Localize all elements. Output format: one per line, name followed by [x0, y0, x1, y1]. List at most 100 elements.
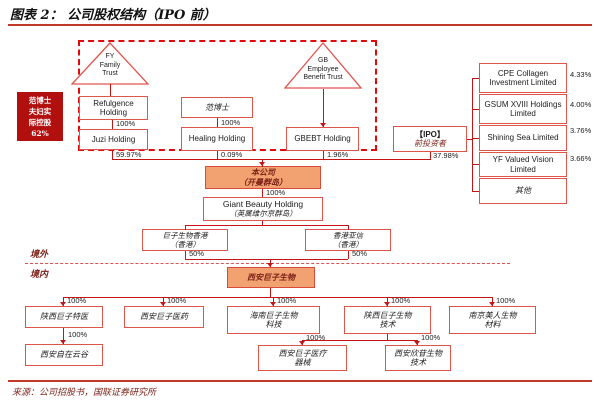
- subsidiary-box: 西安巨子医药: [124, 306, 204, 328]
- investor-name: 其他: [515, 186, 531, 196]
- entity-name: 【IPO】: [415, 129, 445, 139]
- investor-list-item: CPE Collagen Investment Limited: [479, 63, 567, 93]
- entity-location: （开曼群岛）: [239, 176, 287, 187]
- connector-line: [163, 297, 164, 306]
- juzi-bio-hk-box: 巨子生物香港 （香港）: [142, 229, 228, 251]
- ownership-pct-label: 0.09%: [221, 150, 243, 159]
- healing-holding-box: Healing Holding: [181, 127, 253, 151]
- connector-line: [110, 84, 111, 96]
- subsidiary-box: 陕西巨子生物 技术: [344, 306, 431, 334]
- investor-name: Shining Sea Limited: [487, 133, 559, 143]
- connector-line: [387, 297, 388, 306]
- connector-line: [472, 191, 479, 192]
- investor-pct-label: 3.66%: [570, 154, 592, 163]
- annotation-line: 62%: [31, 128, 49, 138]
- ownership-pct-label: 50%: [352, 249, 368, 258]
- connector-line: [185, 225, 348, 226]
- connector-line: [63, 297, 64, 306]
- connector-line: [270, 288, 271, 297]
- hk-yaxin-box: 香港亚信 （香港）: [305, 229, 391, 251]
- footer-rule: [8, 380, 592, 382]
- sub-subsidiary-box: 西安自在云谷: [25, 344, 103, 366]
- entity-name: 西安巨子生物: [247, 271, 295, 282]
- down-arrowhead-icon: [414, 341, 420, 345]
- fy-family-trust-label: FY Family Trust: [71, 53, 149, 79]
- ownership-pct-label: 37.98%: [433, 151, 459, 160]
- entity-location: （香港）: [333, 240, 363, 249]
- entity-location: （英属维尔京群岛）: [229, 209, 297, 218]
- entity-name: Healing Holding: [188, 134, 246, 144]
- connector-line: [262, 221, 263, 226]
- investor-list-item: YF Valued Vision Limited: [479, 152, 567, 177]
- ownership-pct-label: 100%: [116, 119, 136, 128]
- entity-subtitle: 前投资者: [414, 139, 446, 148]
- investor-name: GSUM XVIII Holdings Limited: [484, 99, 562, 119]
- onshore-label: 境内: [30, 270, 49, 280]
- entity-name: 西安巨子医疗 器械: [278, 348, 327, 368]
- connector-line: [472, 138, 479, 139]
- connector-line: [262, 189, 263, 197]
- gb-employee-benefit-trust-triangle: [284, 42, 362, 89]
- investor-name: YF Valued Vision Limited: [492, 155, 554, 174]
- down-arrowhead-icon: [384, 302, 390, 306]
- entity-name: 巨子生物香港: [162, 231, 208, 240]
- annotation-line: 夫妇实: [28, 106, 52, 116]
- connector-line: [185, 259, 348, 260]
- ownership-pct-label: 100%: [277, 296, 297, 305]
- subsidiary-box: 南京美人生物 材料: [449, 306, 536, 334]
- connector-line: [185, 251, 186, 259]
- entity-name: 西安欣苷生物 技术: [394, 348, 442, 368]
- investor-list-item: 其他: [479, 178, 567, 204]
- connector-line: [472, 78, 473, 191]
- connector-line: [472, 164, 479, 165]
- entity-name: 本公司: [251, 167, 275, 177]
- ownership-pct-label: 1.96%: [327, 150, 349, 159]
- connector-line: [217, 151, 218, 160]
- ownership-pct-label: 59.97%: [116, 150, 142, 159]
- entity-location: （香港）: [170, 240, 200, 249]
- connector-line: [323, 89, 324, 127]
- company-box: 本公司 （开曼群岛）: [205, 166, 321, 189]
- investor-list-item: Shining Sea Limited: [479, 125, 567, 151]
- entity-name: 西安自在云谷: [40, 350, 88, 360]
- gb-employee-benefit-trust-label: GB Employee Benefit Trust: [284, 57, 362, 83]
- connector-line: [112, 159, 431, 160]
- source-note: 来源：公司招股书，国联证券研究所: [12, 388, 157, 398]
- ownership-pct-label: 100%: [68, 330, 88, 339]
- down-arrowhead-icon: [160, 302, 166, 306]
- giant-beauty-holding-box: Giant Beauty Holding （英属维尔京群岛）: [203, 197, 323, 221]
- refulgence-holding-box: Refulgence Holding: [79, 96, 148, 120]
- investor-pct-label: 3.76%: [570, 126, 592, 135]
- ownership-pct-label: 100%: [421, 333, 441, 342]
- offshore-label: 境外: [30, 250, 49, 260]
- annotation-line: 际控股: [28, 117, 52, 127]
- control-annotation: 范博士 夫妇实 际控股 62%: [17, 92, 63, 141]
- pre-ipo-investors-box: 【IPO】 前投资者: [393, 126, 467, 152]
- connector-line: [472, 78, 479, 79]
- entity-name: 范博士: [205, 102, 229, 112]
- connector-line: [63, 297, 492, 298]
- down-arrowhead-icon: [320, 123, 326, 127]
- down-arrowhead-icon: [60, 302, 66, 306]
- connector-line: [112, 120, 113, 129]
- connector-line: [467, 139, 472, 140]
- entity-name: Giant Beauty Holding: [222, 198, 304, 209]
- dr-fan-box: 范博士: [181, 97, 253, 118]
- down-arrowhead-icon: [270, 302, 276, 306]
- trust-name: Employee: [307, 65, 339, 73]
- xian-juzi-bio-box: 西安巨子生物: [227, 267, 315, 288]
- entity-name: 陕西巨子特医: [40, 312, 88, 322]
- ownership-pct-label: 100%: [221, 118, 241, 127]
- connector-line: [302, 340, 417, 341]
- gbebt-holding-box: GBEBT Holding: [286, 127, 359, 151]
- connector-line: [185, 225, 186, 230]
- connector-line: [273, 297, 274, 306]
- trust-name: Family: [99, 61, 121, 69]
- trust-name: Trust: [102, 70, 118, 77]
- ownership-pct-label: 100%: [496, 296, 516, 305]
- sub-subsidiary-box: 西安欣苷生物 技术: [385, 345, 451, 371]
- connector-line: [348, 251, 349, 259]
- connector-line: [472, 109, 479, 110]
- down-arrowhead-icon: [489, 302, 495, 306]
